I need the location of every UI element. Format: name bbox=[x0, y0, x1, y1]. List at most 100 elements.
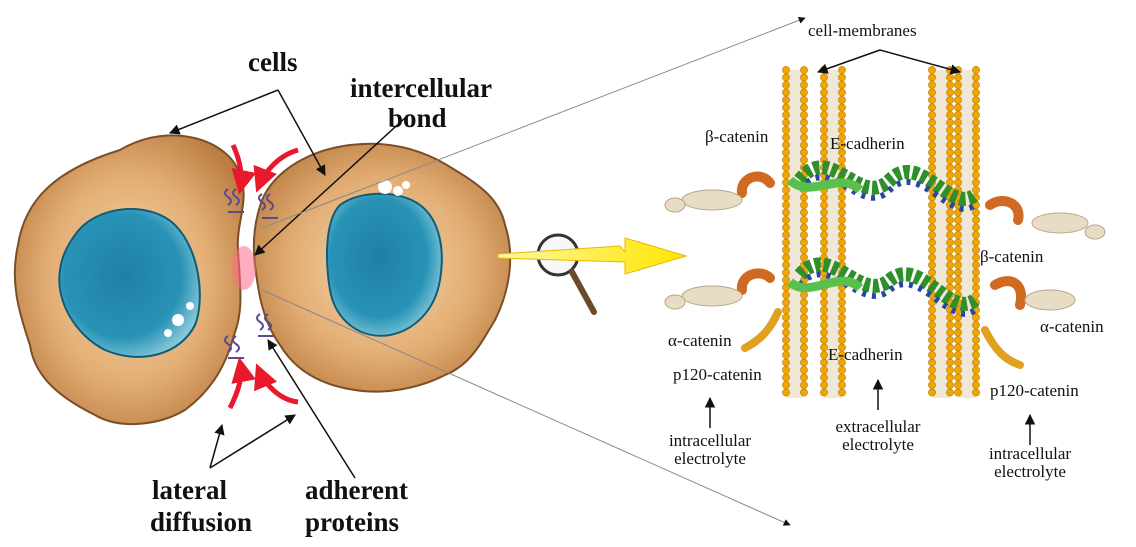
extracellular-line1: extracellular bbox=[818, 418, 938, 436]
lipid-head bbox=[838, 89, 845, 96]
lipid-head bbox=[954, 126, 961, 133]
intracellular-right-line1: intracellular bbox=[970, 445, 1090, 463]
lipid-head bbox=[800, 126, 807, 133]
lipid-head bbox=[800, 314, 807, 321]
lipid-head bbox=[838, 194, 845, 201]
lipid-head bbox=[838, 254, 845, 261]
lipid-head bbox=[928, 314, 935, 321]
lipid-head bbox=[782, 104, 789, 111]
lipid-head bbox=[946, 389, 953, 396]
lipid-head bbox=[800, 336, 807, 343]
label-intracellular-right: intracellular electrolyte bbox=[970, 445, 1090, 481]
lipid-head bbox=[954, 336, 961, 343]
lipid-head bbox=[972, 231, 979, 238]
lipid-head bbox=[954, 366, 961, 373]
lipid-head bbox=[928, 344, 935, 351]
lipid-head bbox=[838, 336, 845, 343]
lipid-head bbox=[928, 239, 935, 246]
lipid-head bbox=[954, 261, 961, 268]
lipid-head bbox=[782, 254, 789, 261]
lipid-head bbox=[782, 171, 789, 178]
lipid-head bbox=[954, 119, 961, 126]
label-proteins: proteins bbox=[305, 508, 399, 536]
lipid-head bbox=[782, 374, 789, 381]
lipid-head bbox=[838, 126, 845, 133]
lipid-head bbox=[954, 314, 961, 321]
lipid-head bbox=[928, 164, 935, 171]
lipid-head bbox=[946, 134, 953, 141]
lipid-head bbox=[954, 179, 961, 186]
lipid-head bbox=[820, 149, 827, 156]
lipid-head bbox=[800, 89, 807, 96]
lipid-head bbox=[820, 366, 827, 373]
label-diffusion: diffusion bbox=[150, 508, 252, 536]
label-intracellular-left: intracellular electrolyte bbox=[650, 432, 770, 468]
lipid-head bbox=[928, 216, 935, 223]
lipid-head bbox=[946, 254, 953, 261]
lipid-head bbox=[820, 239, 827, 246]
lipid-head bbox=[838, 389, 845, 396]
lipid-head bbox=[820, 314, 827, 321]
lipid-head bbox=[820, 201, 827, 208]
label-extracellular: extracellular electrolyte bbox=[818, 418, 938, 454]
lipid-head bbox=[928, 149, 935, 156]
lipid-head bbox=[800, 119, 807, 126]
lipid-head bbox=[928, 74, 935, 81]
lipid-head bbox=[972, 366, 979, 373]
lipid-head bbox=[972, 216, 979, 223]
lipid-head bbox=[838, 291, 845, 298]
lipid-head bbox=[800, 389, 807, 396]
lipid-head bbox=[972, 149, 979, 156]
lipid-head bbox=[946, 231, 953, 238]
lipid-head bbox=[800, 111, 807, 118]
lipid-head bbox=[954, 74, 961, 81]
lipid-head bbox=[946, 351, 953, 358]
lipid-head bbox=[782, 156, 789, 163]
lipid-head bbox=[946, 74, 953, 81]
lipid-head bbox=[946, 329, 953, 336]
lipid-head bbox=[954, 224, 961, 231]
lipid-head bbox=[838, 314, 845, 321]
lipid-head bbox=[838, 306, 845, 313]
lipid-head bbox=[800, 299, 807, 306]
lipid-head bbox=[972, 209, 979, 216]
lipid-head bbox=[838, 329, 845, 336]
lipid-head bbox=[820, 231, 827, 238]
lipid-head bbox=[800, 74, 807, 81]
label-alpha-catenin-right: α-catenin bbox=[1040, 318, 1104, 336]
lipid-head bbox=[946, 366, 953, 373]
lipid-head bbox=[928, 209, 935, 216]
lipid-head bbox=[820, 344, 827, 351]
lipid-head bbox=[928, 111, 935, 118]
lipid-head bbox=[972, 284, 979, 291]
lipid-head bbox=[820, 209, 827, 216]
lipid-head bbox=[800, 321, 807, 328]
lipid-head bbox=[954, 344, 961, 351]
lipid-head bbox=[800, 209, 807, 216]
lipid-head bbox=[838, 119, 845, 126]
lipid-head bbox=[954, 104, 961, 111]
lipid-head bbox=[928, 141, 935, 148]
lipid-head bbox=[954, 81, 961, 88]
lipid-head bbox=[954, 239, 961, 246]
lipid-head bbox=[946, 104, 953, 111]
label-e-cadherin-top: E-cadherin bbox=[830, 135, 905, 153]
lipid-head bbox=[820, 74, 827, 81]
lipid-head bbox=[954, 374, 961, 381]
lipid-head bbox=[946, 96, 953, 103]
lipid-head bbox=[946, 374, 953, 381]
lipid-head bbox=[838, 246, 845, 253]
lipid-head bbox=[954, 134, 961, 141]
lipid-head bbox=[838, 201, 845, 208]
lipid-head bbox=[800, 381, 807, 388]
lipid-head bbox=[972, 179, 979, 186]
lipid-head bbox=[946, 141, 953, 148]
lipid-head bbox=[782, 194, 789, 201]
lipid-head bbox=[782, 119, 789, 126]
lipid-head bbox=[820, 194, 827, 201]
lipid-head bbox=[782, 111, 789, 118]
lipid-head bbox=[954, 216, 961, 223]
lipid-head bbox=[972, 171, 979, 178]
lipid-head bbox=[782, 314, 789, 321]
